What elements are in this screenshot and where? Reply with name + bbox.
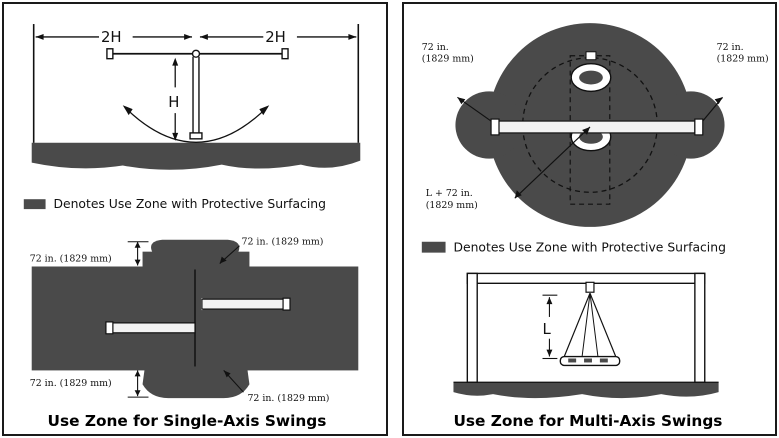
- swing-arc: [124, 106, 268, 143]
- ground-zone: [453, 382, 719, 399]
- pivot-point: [191, 49, 201, 58]
- length-label: L: [543, 321, 552, 338]
- label-bottom-left: 72 in. (1829 mm): [30, 378, 112, 389]
- legend-text: Denotes Use Zone with Protective Surfaci…: [53, 197, 325, 211]
- label-top-left-2: (1829 mm): [422, 54, 474, 65]
- label-top-left: 72 in. (1829 mm): [30, 254, 112, 265]
- label-top-right-2: (1829 mm): [717, 54, 769, 65]
- dim-2h-right: 2H: [265, 29, 286, 46]
- single-axis-diagram: 2H 2H H Denotes Use Zone with Pro: [23, 24, 361, 430]
- plan-beam: [498, 120, 696, 134]
- height-label: H: [168, 94, 179, 111]
- multi-axis-diagram: 72 in. (1829 mm) 72 in. (1829 mm) L + 72…: [421, 23, 769, 430]
- label-bottom-left-1: L + 72 in.: [426, 188, 473, 199]
- single-axis-plan: 72 in. (1829 mm) 72 in. (1829 mm) 72 in.…: [27, 237, 359, 404]
- multi-axis-plan: 72 in. (1829 mm) 72 in. (1829 mm) L + 72…: [422, 23, 769, 227]
- legend-text: Denotes Use Zone with Protective Surfaci…: [453, 241, 725, 255]
- plan-bottom-lobe: [142, 362, 250, 399]
- legend-swatch: [421, 241, 446, 253]
- label-top-right-1: 72 in.: [717, 42, 744, 53]
- label-bottom-left-2: (1829 mm): [426, 200, 478, 211]
- legend-swatch: [23, 199, 46, 210]
- swing-seat: [189, 132, 203, 140]
- single-axis-panel: 2H 2H H Denotes Use Zone with Pro: [2, 2, 388, 436]
- multi-axis-panel: 72 in. (1829 mm) 72 in. (1829 mm) L + 72…: [402, 2, 777, 436]
- caption-single-axis: Use Zone for Single-Axis Swings: [48, 412, 327, 430]
- multi-axis-elevation: L: [453, 272, 719, 399]
- caption-multi-axis: Use Zone for Multi-Axis Swings: [453, 412, 722, 430]
- label-top-left-1: 72 in.: [422, 42, 449, 53]
- ground-zone: [31, 142, 361, 170]
- single-axis-elevation: 2H 2H H: [31, 24, 361, 170]
- dim-2h-left: 2H: [101, 29, 122, 46]
- label-bottom-right: 72 in. (1829 mm): [247, 393, 329, 404]
- label-top-right: 72 in. (1829 mm): [242, 237, 324, 248]
- legend-right: Denotes Use Zone with Protective Surfaci…: [421, 241, 726, 255]
- legend-left: Denotes Use Zone with Protective Surfaci…: [23, 197, 326, 211]
- radius-arrow: [514, 126, 591, 199]
